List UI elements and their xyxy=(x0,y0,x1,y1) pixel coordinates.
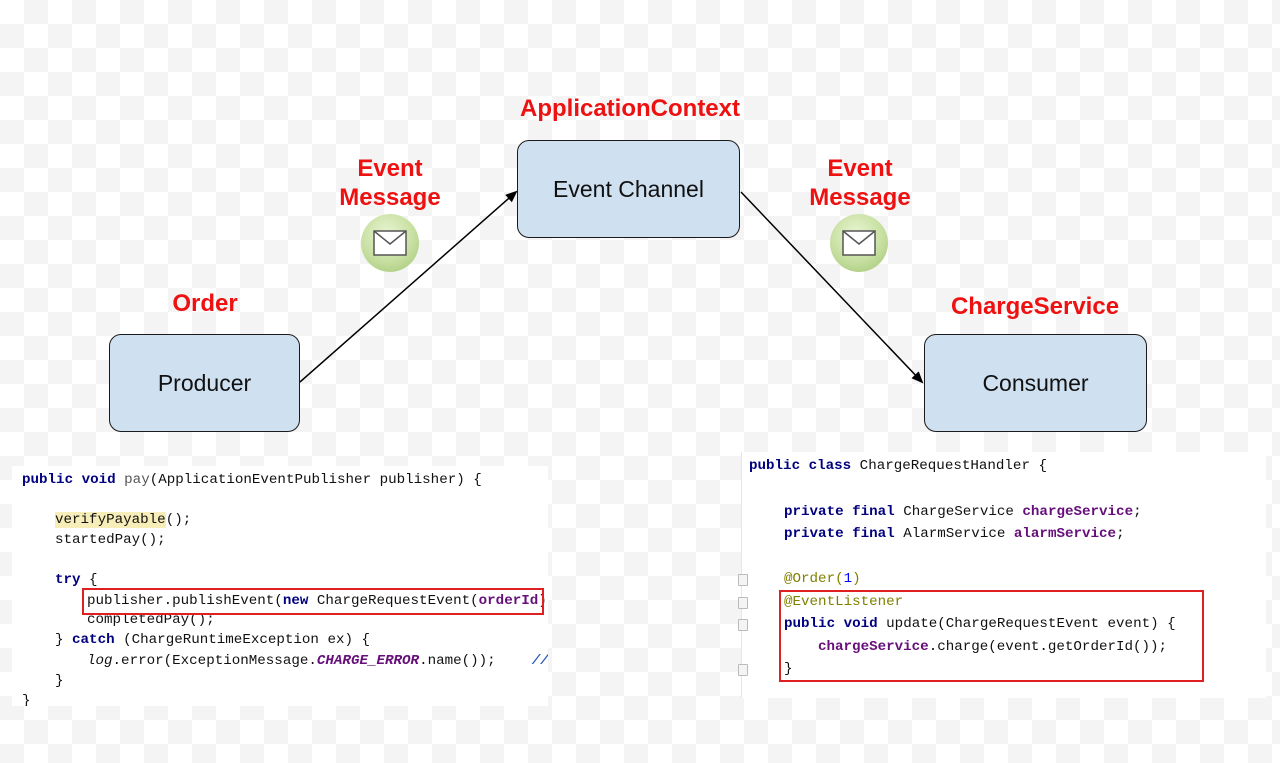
code-line: completedPay(); xyxy=(87,612,215,628)
producer-owner-label: Order xyxy=(172,290,238,317)
code-line: public class ChargeRequestHandler { xyxy=(749,458,1047,474)
fold-icon[interactable] xyxy=(738,619,748,631)
event-listener-highlight xyxy=(779,590,1204,682)
right-message-label: Event Message xyxy=(809,155,911,211)
arrow-producer-to-channel xyxy=(299,190,518,383)
consumer-owner-label: ChargeService xyxy=(950,293,1120,320)
code-line: public void pay(ApplicationEventPublishe… xyxy=(22,472,482,488)
consumer-node: Consumer xyxy=(924,334,1147,432)
context-label: ApplicationContext xyxy=(520,95,740,122)
publisher-code-snippet: public void pay(ApplicationEventPublishe… xyxy=(12,466,548,706)
code-line: private final AlarmService alarmService; xyxy=(784,526,1125,542)
envelope-icon xyxy=(830,214,888,272)
code-line: private final ChargeService chargeServic… xyxy=(784,504,1142,520)
code-line: try { xyxy=(55,572,98,588)
fold-icon[interactable] xyxy=(738,664,748,676)
code-line: } catch (ChargeRuntimeException ex) { xyxy=(55,632,371,648)
fold-icon[interactable] xyxy=(738,574,748,586)
left-message-label: Event Message xyxy=(339,155,441,211)
event-channel-node: Event Channel xyxy=(517,140,740,238)
code-line: public void update(ChargeRequestEvent ev… xyxy=(784,616,1176,632)
code-line: } xyxy=(784,661,793,677)
code-line: startedPay(); xyxy=(55,532,166,548)
code-line: chargeService.charge(event.getOrderId())… xyxy=(818,639,1168,655)
code-line: log.error(ExceptionMessage.CHARGE_ERROR.… xyxy=(87,653,548,669)
code-line: } xyxy=(55,673,64,689)
envelope-icon xyxy=(361,214,419,272)
code-line: verifyPayable(); xyxy=(55,512,192,528)
producer-label: Producer xyxy=(157,369,252,396)
producer-node: Producer xyxy=(109,334,300,432)
fold-icon[interactable] xyxy=(738,597,748,609)
consumer-label: Consumer xyxy=(982,369,1089,396)
code-line: @Order(1) xyxy=(784,571,861,587)
code-line: @EventListener xyxy=(784,594,904,610)
event-channel-label: Event Channel xyxy=(553,175,704,202)
publish-event-highlight xyxy=(82,588,544,615)
code-line: } xyxy=(22,693,31,706)
handler-code-snippet: public class ChargeRequestHandler { priv… xyxy=(738,452,1266,698)
arrow-channel-to-consumer xyxy=(740,191,924,384)
